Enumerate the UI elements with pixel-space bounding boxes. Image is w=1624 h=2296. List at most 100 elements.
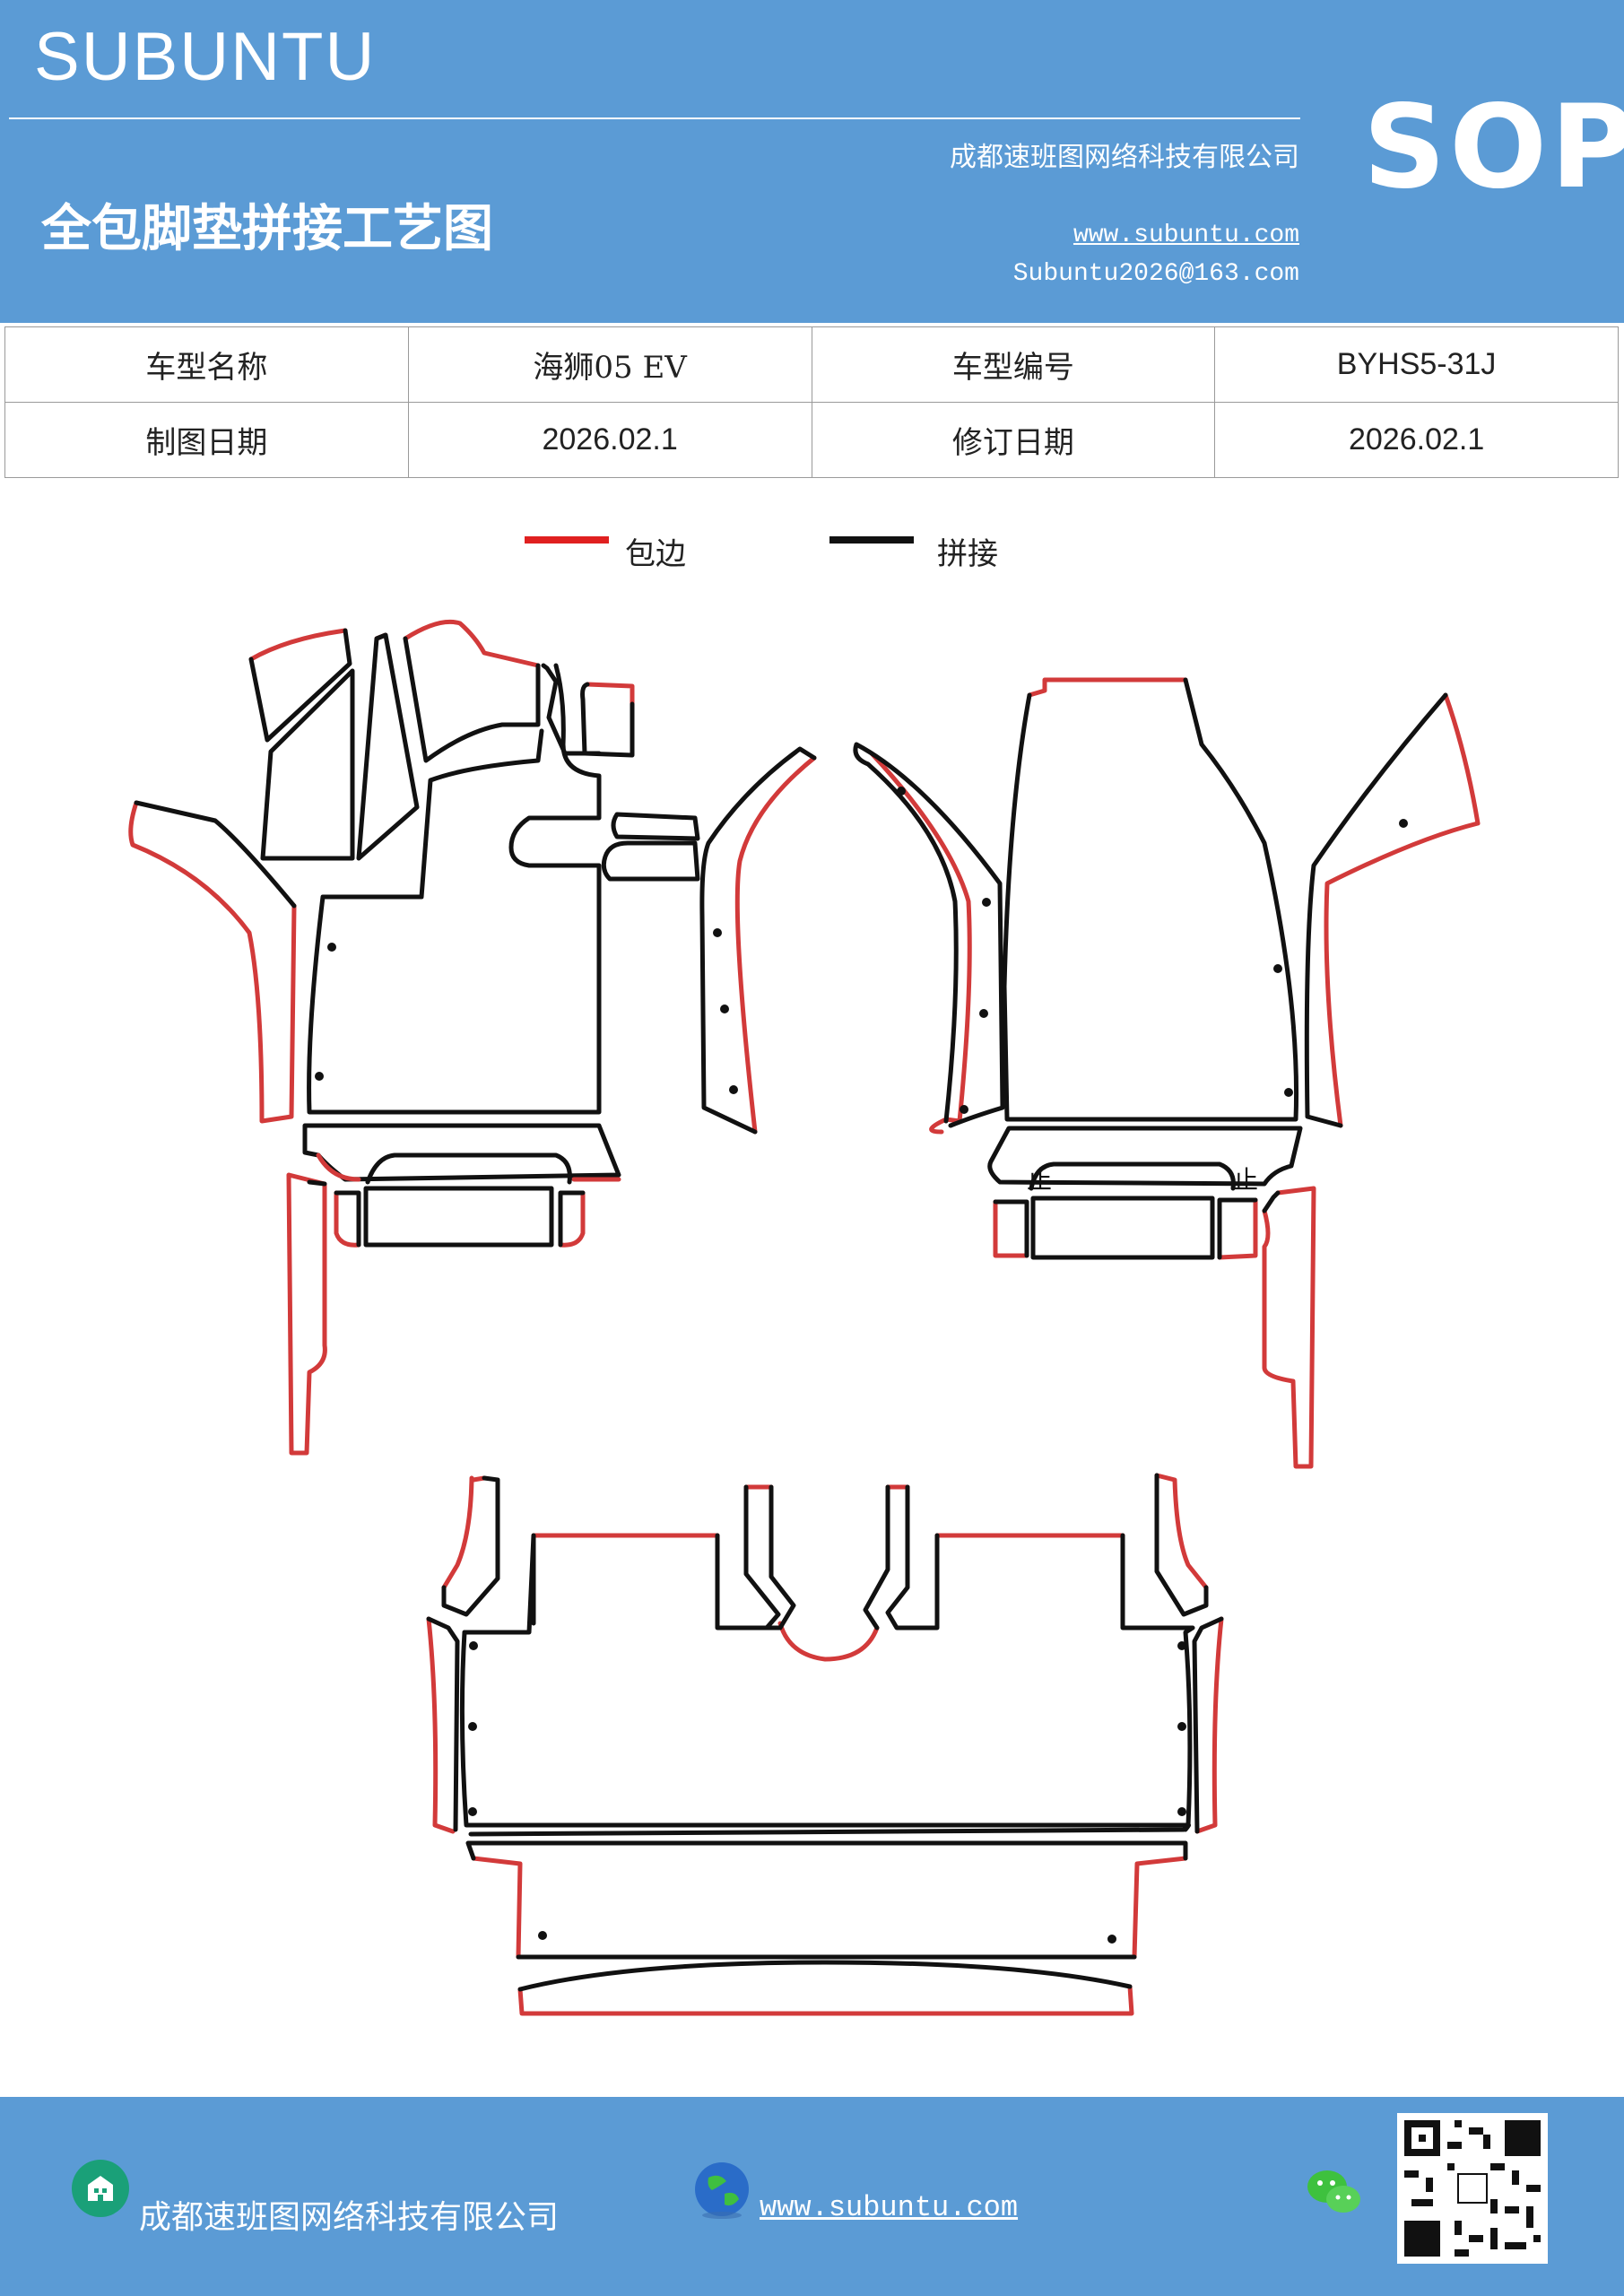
mat-piece	[585, 682, 635, 707]
mat-piece	[441, 1475, 487, 1590]
legend-seam-swatch	[829, 536, 914, 544]
sop-badge: SOP	[1363, 81, 1624, 214]
mat-piece	[863, 1484, 940, 1631]
mat-piece	[601, 840, 700, 882]
mat-piece	[993, 1199, 1029, 1258]
mat-piece	[441, 1475, 500, 1617]
header-website-link[interactable]: www.subuntu.com	[1073, 222, 1299, 249]
mat-piece	[365, 1152, 572, 1185]
mark-dot	[469, 1641, 478, 1650]
mark-dot	[713, 928, 722, 937]
mark-dot	[538, 1931, 547, 1940]
mark-dot	[897, 787, 906, 796]
qr-code[interactable]	[1397, 2113, 1548, 2264]
mat-piece	[1027, 677, 1188, 698]
mark-dot	[468, 1722, 477, 1731]
footer-company: 成都速班图网络科技有限公司	[139, 2199, 560, 2236]
footer-website-link[interactable]: www.subuntu.com	[760, 2191, 1019, 2224]
mat-piece	[580, 682, 635, 758]
mat-piece	[286, 1172, 327, 1456]
value-draw-date: 2026.02.1	[407, 402, 812, 478]
mark-dot	[979, 1009, 988, 1018]
label-draw-date: 制图日期	[4, 402, 409, 478]
mat-piece	[1262, 1190, 1281, 1213]
table-row: 车型名称 海狮05 EV 车型编号 BYHS5-31J	[4, 326, 1619, 403]
mat-piece	[459, 1533, 1195, 1828]
mat-piece	[558, 1190, 586, 1248]
driver-side-mat-group	[128, 619, 817, 1456]
stop-mark: 止	[1027, 1165, 1052, 1195]
mat-piece	[993, 1199, 1029, 1258]
mat-piece	[1217, 1197, 1258, 1260]
mark-dot	[1107, 1935, 1116, 1944]
floor-mat-splicing-diagram: 止 止	[128, 619, 1481, 2016]
mat-piece	[363, 1186, 554, 1248]
mark-dot	[315, 1072, 324, 1081]
mat-piece	[307, 663, 602, 1115]
value-model-name: 海狮05 EV	[407, 326, 812, 403]
mat-piece	[248, 628, 352, 743]
mat-piece	[260, 668, 355, 861]
value-revision-date: 2026.02.1	[1214, 402, 1619, 478]
mat-piece	[334, 1190, 361, 1248]
mat-piece	[403, 619, 541, 668]
mark-dot	[960, 1105, 968, 1114]
mat-piece	[743, 1484, 910, 1662]
rear-mat-group	[426, 1473, 1224, 2016]
mat-piece	[1194, 1616, 1224, 1834]
mat-piece	[1002, 677, 1299, 1122]
header-divider	[9, 117, 1300, 119]
mat-piece	[426, 1616, 456, 1834]
mark-dot	[729, 1085, 738, 1094]
mat-piece	[541, 663, 602, 756]
mat-piece	[1030, 1196, 1215, 1260]
mat-piece	[699, 746, 817, 1135]
globe-icon	[695, 2162, 749, 2219]
mat-piece	[987, 1126, 1303, 1187]
header-company: 成都速班图网络科技有限公司	[950, 142, 1299, 173]
wechat-icon	[1307, 2170, 1360, 2213]
passenger-side-mat-group	[853, 677, 1481, 1469]
mat-piece	[248, 628, 348, 662]
mark-dot	[1177, 1807, 1186, 1816]
mark-dot	[1399, 819, 1408, 828]
mat-piece	[356, 632, 420, 861]
mat-piece	[1304, 692, 1448, 1128]
header-email: Subuntu2026@163.com	[1012, 260, 1299, 288]
mark-dot	[1273, 964, 1282, 973]
mark-dot	[1284, 1088, 1293, 1097]
legend-seam-label: 拼接	[937, 536, 998, 572]
stop-mark: 止	[1233, 1165, 1258, 1195]
mark-dot	[468, 1807, 477, 1816]
mat-piece	[426, 1616, 460, 1832]
mat-piece	[558, 1190, 586, 1248]
mark-dot	[1177, 1722, 1186, 1731]
label-model-name: 车型名称	[4, 326, 409, 403]
mat-piece	[1154, 1473, 1209, 1590]
mark-dot	[720, 1004, 729, 1013]
mat-piece	[307, 1179, 327, 1187]
mat-piece	[1262, 1186, 1316, 1469]
mat-piece	[1029, 1161, 1236, 1191]
legend-edge-swatch	[525, 536, 609, 544]
mat-piece	[1324, 692, 1481, 1128]
mat-piece	[517, 1984, 1134, 2016]
legend-edge-label: 包边	[625, 536, 686, 572]
mat-piece	[403, 636, 541, 763]
mat-piece	[465, 1840, 1188, 1960]
mark-dot	[1177, 1641, 1186, 1650]
building-icon	[72, 2160, 129, 2217]
mat-piece	[1217, 1197, 1258, 1260]
mat-piece	[1192, 1616, 1224, 1834]
mat-piece	[853, 742, 1005, 1128]
table-row: 制图日期 2026.02.1 修订日期 2026.02.1	[4, 402, 1619, 478]
mat-piece	[462, 1484, 796, 1635]
mat-piece	[734, 755, 817, 1135]
brand-name: SUBUNTU	[34, 19, 377, 95]
mat-piece	[471, 1856, 1188, 1960]
mat-piece	[134, 800, 297, 909]
mat-piece	[517, 1960, 1133, 1992]
vehicle-info-table: 车型名称 海狮05 EV 车型编号 BYHS5-31J 制图日期 2026.02…	[4, 326, 1619, 478]
mat-piece	[1154, 1473, 1209, 1617]
footer-bar: 成都速班图网络科技有限公司 www.subuntu.com	[0, 2097, 1624, 2296]
